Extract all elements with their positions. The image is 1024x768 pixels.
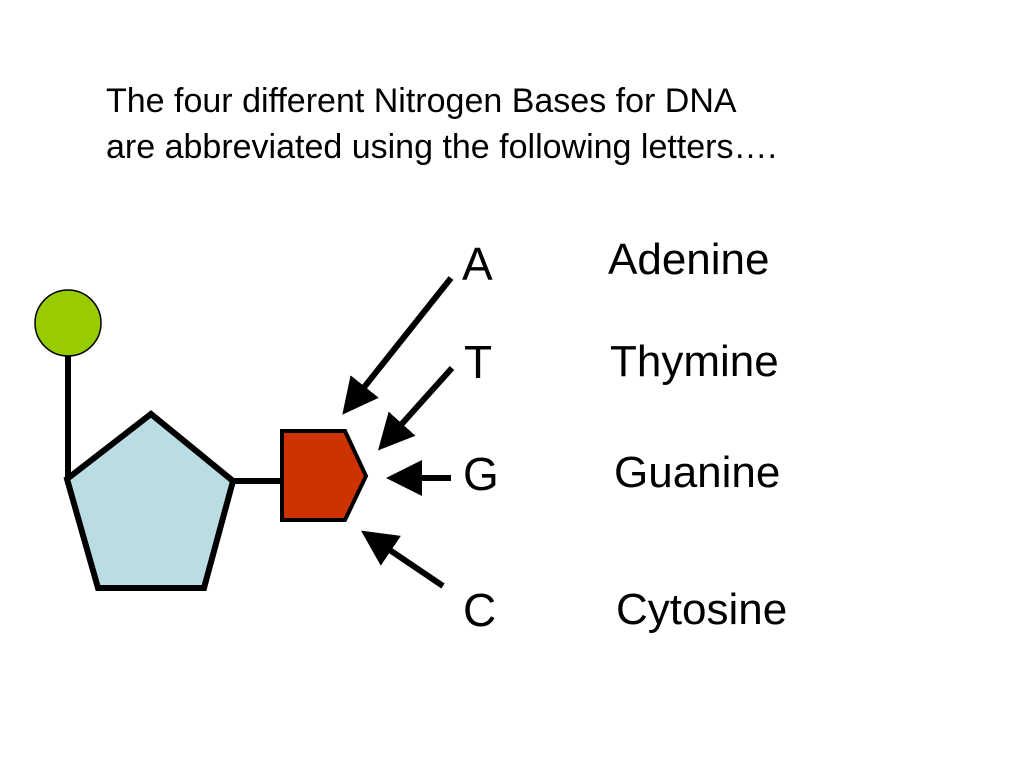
- base-letter-a: A: [462, 238, 493, 290]
- phosphate-circle: [34, 289, 102, 357]
- arrow-a: [342, 276, 454, 415]
- arrow-c: [361, 530, 445, 589]
- arrow-t: [377, 365, 455, 451]
- slide-title: The four different Nitrogen Bases for DN…: [106, 78, 777, 170]
- base-letter-t: T: [464, 336, 493, 388]
- base-name-thymine: Thymine: [610, 337, 779, 386]
- title-line-2: are abbreviated using the following lett…: [106, 128, 777, 166]
- title-line-1: The four different Nitrogen Bases for DN…: [106, 82, 737, 120]
- sugar-pentagon: [63, 410, 237, 591]
- base-letter-g: G: [463, 448, 499, 500]
- base-name-guanine: Guanine: [614, 448, 781, 497]
- base-name-adenine: Adenine: [608, 235, 770, 284]
- nitrogen-base-shape: [280, 429, 369, 522]
- base-name-cytosine: Cytosine: [616, 585, 788, 634]
- base-letter-c: C: [463, 584, 497, 636]
